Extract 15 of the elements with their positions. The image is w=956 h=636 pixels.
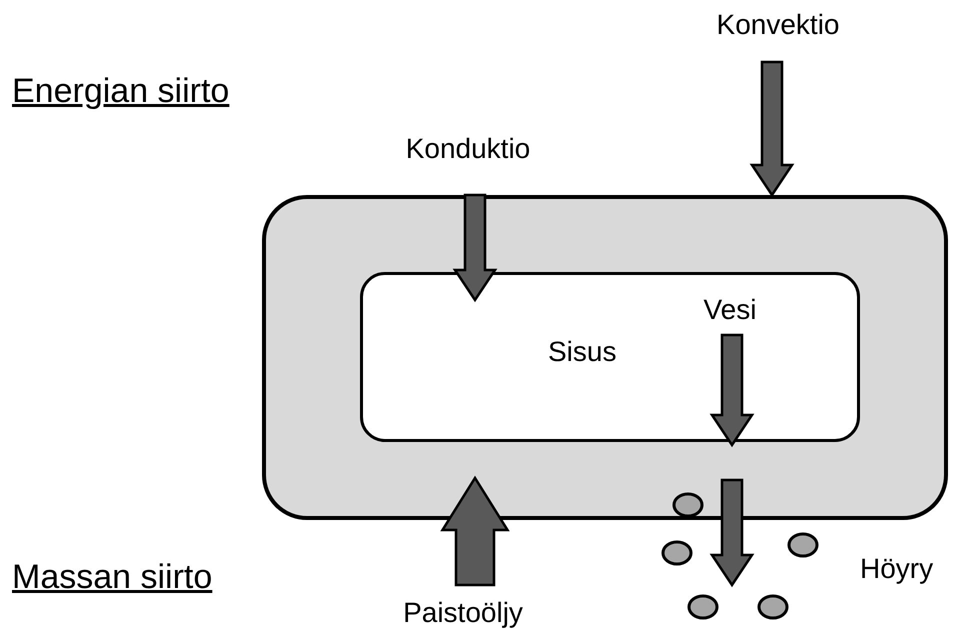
arrow [750, 60, 794, 198]
process-label: Paistoöljy [403, 596, 523, 630]
section-heading: Energian siirto [12, 72, 230, 111]
arrow [440, 476, 510, 586]
section-heading: Massan siirto [12, 558, 212, 597]
box-label: Sisus [548, 335, 616, 369]
core-box [360, 272, 860, 442]
text-label: Höyry [860, 553, 934, 585]
arrow [710, 334, 754, 448]
arrow [452, 194, 498, 302]
process-label: Vesi [704, 293, 756, 327]
arrow [710, 478, 754, 588]
crust-box [262, 195, 948, 520]
process-label: Konduktio [406, 132, 530, 166]
process-label: Konvektio [716, 8, 840, 42]
